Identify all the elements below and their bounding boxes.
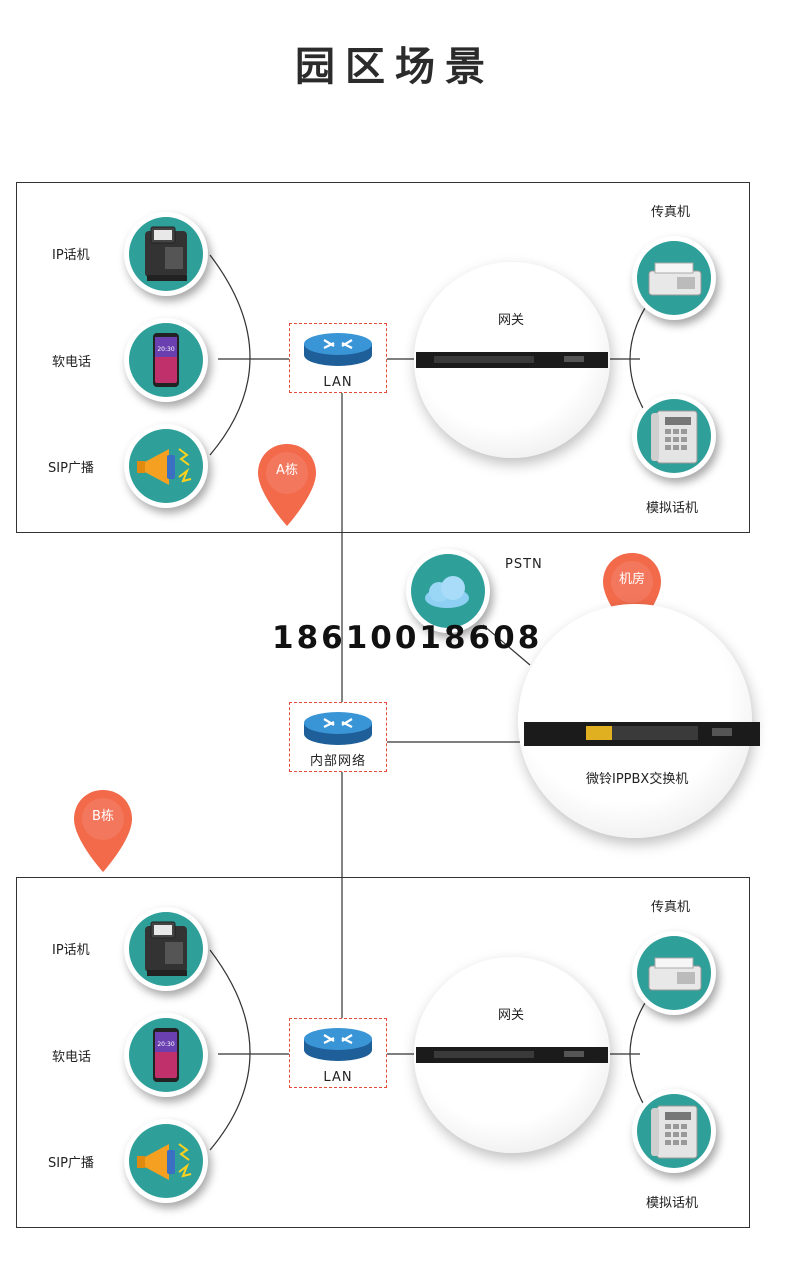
building-a-pin: A栋	[256, 442, 318, 528]
internal-network-router-box: 内部网络	[289, 702, 387, 772]
gateway-device-b	[416, 1047, 608, 1063]
fax-label-a: 传真机	[651, 205, 691, 220]
ip-phone-label-b: IP话机	[52, 943, 90, 958]
gateway-label-a: 网关	[498, 313, 525, 328]
ippbx-circle	[518, 604, 752, 838]
lan-label-a: LAN	[323, 375, 353, 390]
ip-phone-a	[124, 212, 208, 296]
megaphone-icon	[137, 448, 192, 485]
pstn-cloud	[406, 549, 490, 633]
ippbx-device	[524, 722, 760, 746]
ippbx-label: 微铃IPPBX交换机	[586, 772, 689, 787]
analog-phone-label-a: 模拟话机	[646, 501, 699, 516]
building-b-pin: B栋	[72, 788, 134, 874]
softphone-a: 20:30	[124, 318, 208, 402]
sip-broadcast-label-a: SIP广播	[48, 461, 94, 476]
server-room-pin-label: 机房	[618, 572, 645, 587]
softphone-label-b: 软电话	[52, 1050, 92, 1065]
smartphone-icon: 20:30	[153, 333, 179, 387]
fax-b	[632, 931, 716, 1015]
megaphone-icon	[137, 1143, 192, 1180]
desk-phone-icon	[651, 410, 698, 464]
ip-phone-icon	[145, 921, 187, 976]
lan-router-box-a: LAN	[289, 323, 387, 393]
router-icon	[304, 333, 372, 366]
svg-text:20:30: 20:30	[157, 346, 174, 353]
ip-phone-icon	[145, 226, 187, 281]
analog-phone-b	[632, 1089, 716, 1173]
page-title: 园区场景	[295, 44, 495, 90]
fax-icon	[648, 957, 702, 991]
fax-a	[632, 236, 716, 320]
sip-broadcast-a	[124, 424, 208, 508]
ip-phone-b	[124, 907, 208, 991]
ip-phone-label-a: IP话机	[52, 248, 90, 263]
gateway-label-b: 网关	[498, 1008, 525, 1023]
pstn-label: PSTN	[505, 557, 543, 572]
lan-router-box-b: LAN	[289, 1018, 387, 1088]
router-icon	[304, 712, 372, 745]
analog-phone-label-b: 模拟话机	[646, 1196, 699, 1211]
svg-text:20:30: 20:30	[157, 1041, 174, 1048]
analog-phone-a	[632, 394, 716, 478]
softphone-b: 20:30	[124, 1013, 208, 1097]
phone-number-watermark: 18610018608	[272, 620, 543, 656]
location-pin-icon	[258, 444, 316, 526]
smartphone-icon: 20:30	[153, 1028, 179, 1082]
fax-icon	[648, 262, 702, 296]
desk-phone-icon	[651, 1105, 698, 1159]
location-pin-icon	[74, 790, 132, 872]
router-icon	[304, 1028, 372, 1061]
cloud-icon	[425, 576, 469, 608]
lan-label-b: LAN	[323, 1070, 353, 1085]
fax-label-b: 传真机	[651, 900, 691, 915]
sip-broadcast-b	[124, 1119, 208, 1203]
gateway-device-a	[416, 352, 608, 368]
sip-broadcast-label-b: SIP广播	[48, 1156, 94, 1171]
building-a-pin-label: A栋	[276, 463, 298, 478]
building-b-pin-label: B栋	[92, 809, 114, 824]
softphone-label-a: 软电话	[52, 355, 92, 370]
internal-network-label: 内部网络	[309, 754, 366, 769]
